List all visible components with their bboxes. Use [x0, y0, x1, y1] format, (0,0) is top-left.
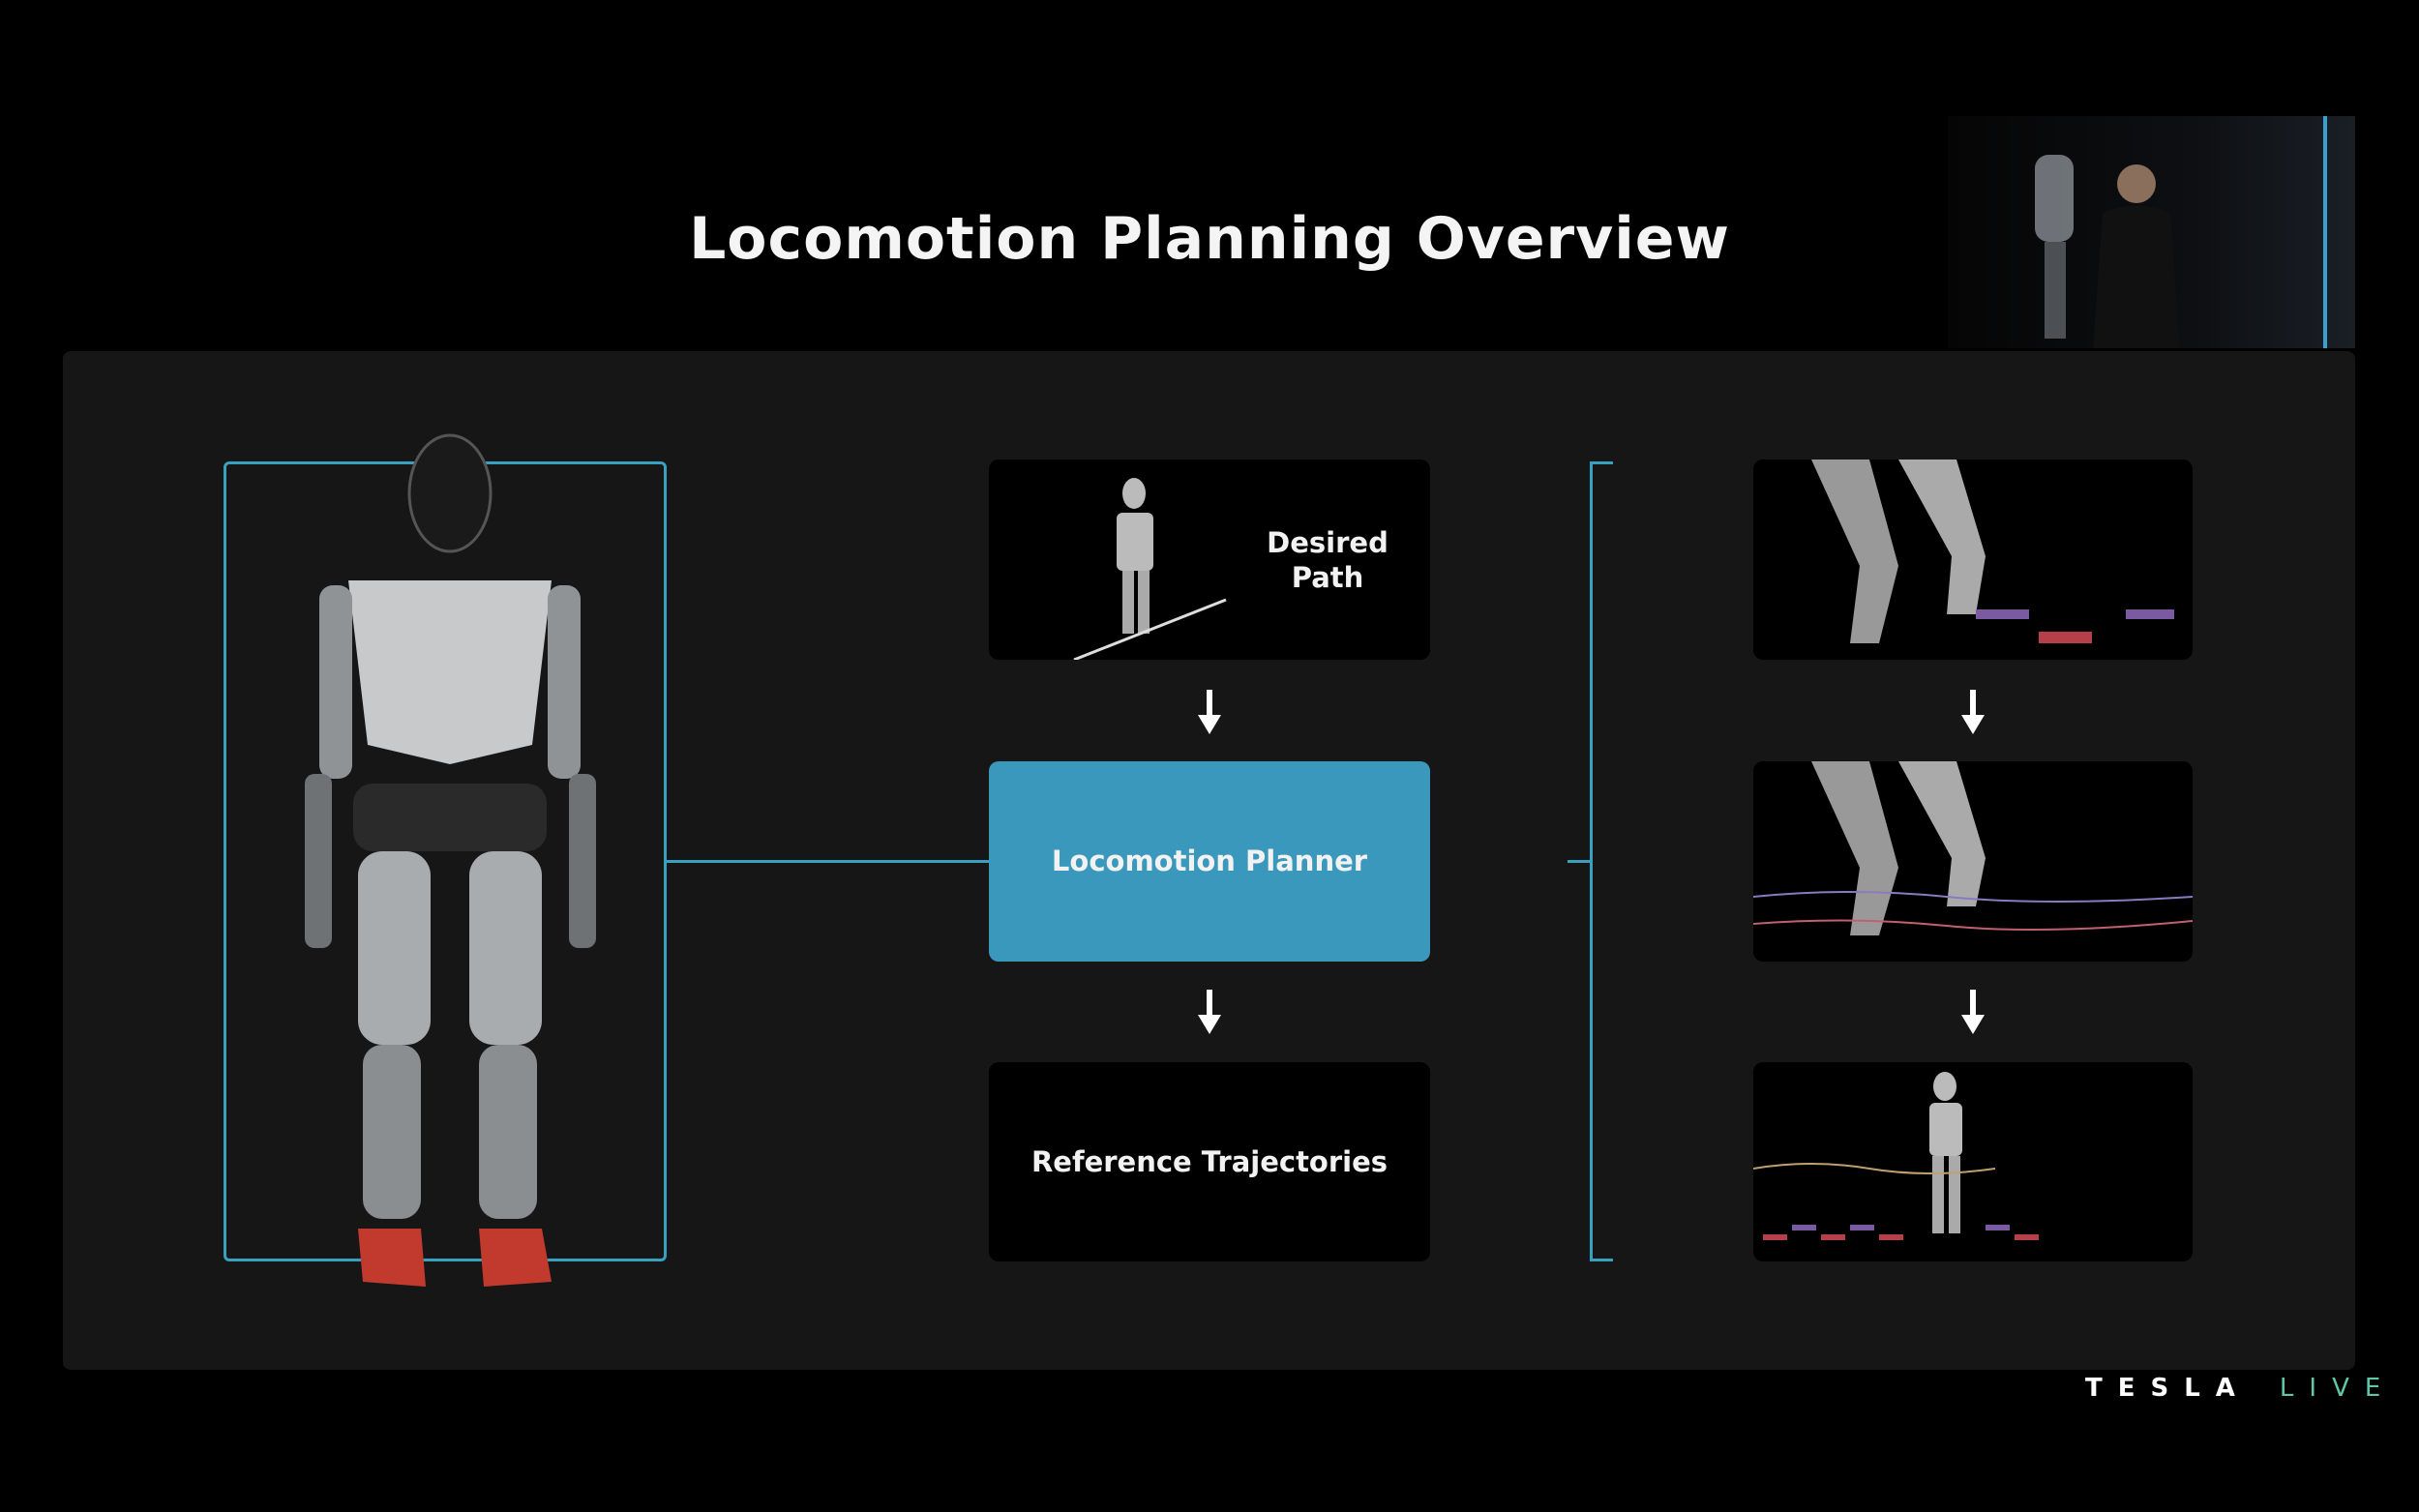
bracket-top-tick — [1590, 461, 1613, 464]
arrow-down-icon — [1198, 690, 1221, 734]
bracket — [1590, 461, 1593, 1261]
slide-title: Locomotion Planning Overview — [689, 205, 1730, 273]
tesla-live-logo: TESLA LIVE — [2085, 1374, 2396, 1403]
robot-legs-footsteps-image — [1811, 460, 2174, 643]
desired-path-box: Desired Path — [989, 460, 1430, 660]
robot-legs-trajectory-image — [1753, 761, 2193, 935]
bracket-middle-tick — [1568, 860, 1591, 863]
locomotion-planner-box: Locomotion Planner — [989, 761, 1430, 962]
locomotion-planner-label: Locomotion Planner — [1051, 845, 1368, 877]
connector-line — [667, 860, 989, 863]
presenter-video-inset — [1948, 116, 2355, 348]
footstep-plan-render — [1753, 460, 2193, 660]
walking-robot-render — [1753, 1062, 2193, 1261]
arrow-down-icon — [1961, 990, 1985, 1034]
optimus-robot-image — [305, 433, 596, 1287]
tesla-wordmark: TESLA — [2085, 1374, 2251, 1403]
arrow-down-icon — [1961, 690, 1985, 734]
divider — [2323, 116, 2327, 348]
reference-trajectories-box: Reference Trajectories — [989, 1062, 1430, 1261]
reference-trajectories-label: Reference Trajectories — [1030, 1145, 1389, 1178]
robot-path-image — [1073, 478, 1227, 660]
swing-trajectory-render — [1753, 761, 2193, 962]
live-wordmark: LIVE — [2279, 1374, 2397, 1403]
bracket-bottom-tick — [1590, 1259, 1613, 1261]
desired-path-label: Desired Path — [1267, 526, 1389, 594]
arrow-down-icon — [1198, 990, 1221, 1034]
presenter-image — [2035, 155, 2180, 348]
walking-robot-image — [1753, 1072, 2039, 1240]
